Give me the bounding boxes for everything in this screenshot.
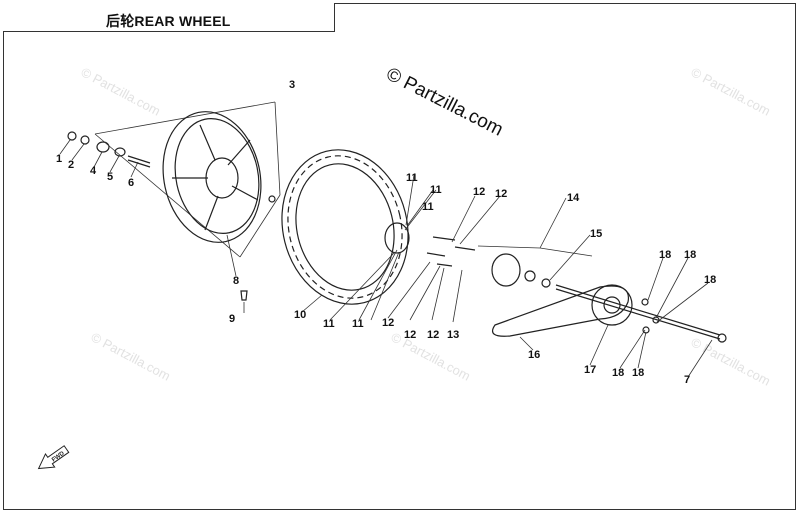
- washer-part: [80, 135, 90, 145]
- axle-nut: [717, 333, 727, 343]
- cush-drive-part: [384, 222, 410, 254]
- callout-11: 11: [422, 201, 434, 213]
- rear-sprocket: [591, 284, 633, 326]
- nut-part: [67, 131, 77, 141]
- callout-12: 12: [427, 329, 439, 341]
- callout-11: 11: [352, 318, 364, 330]
- callout-14: 14: [567, 192, 580, 204]
- callout-10: 10: [294, 309, 306, 321]
- callout-12: 12: [473, 186, 485, 198]
- callout-7: 7: [684, 374, 690, 386]
- watermark-faint: © Partzilla.com: [79, 64, 163, 118]
- sprocket-center: [603, 296, 621, 314]
- leader-lines: [59, 139, 713, 378]
- faint-watermarks: © Partzilla.com © Partzilla.com © Partzi…: [79, 64, 773, 388]
- bearing-part: [96, 141, 110, 153]
- callout-11: 11: [406, 172, 418, 184]
- callout-13: 13: [447, 329, 459, 341]
- callout-8: 8: [233, 275, 239, 287]
- callout-3: 3: [289, 79, 295, 91]
- spacer-part: [127, 155, 151, 168]
- callout-12: 12: [382, 317, 394, 329]
- callout-9: 9: [229, 313, 235, 325]
- sprocket-bolts: [426, 236, 476, 267]
- rear-rim: [162, 111, 262, 243]
- axle-spacers-group: [67, 131, 151, 168]
- bolt-part: [240, 290, 248, 301]
- watermark-faint: © Partzilla.com: [689, 64, 773, 118]
- callout-16: 16: [528, 349, 540, 361]
- callout-17: 17: [584, 364, 596, 376]
- callout-18: 18: [684, 249, 696, 261]
- callout-11: 11: [323, 318, 335, 330]
- watermark-main: © Partzilla.com: [383, 64, 507, 141]
- diagram-frame: [3, 3, 796, 510]
- callout-12: 12: [495, 188, 507, 200]
- callout-18: 18: [632, 367, 644, 379]
- collar-part: [114, 147, 126, 157]
- forward-arrow-icon: FWD: [37, 445, 70, 470]
- callout-4: 4: [90, 165, 97, 177]
- drive-chain: [491, 285, 630, 337]
- callout-5: 5: [107, 171, 113, 183]
- callout-18: 18: [704, 274, 716, 286]
- callout-12: 12: [404, 329, 416, 341]
- callout-numbers: 1 2 3 4 5 6 7 8 9 10 11 11 11 11 11 12 1…: [56, 79, 716, 386]
- wheel-assembly-bracket: [94, 101, 281, 258]
- watermark-faint: © Partzilla.com: [89, 329, 173, 383]
- sprocket-hub: [491, 253, 551, 288]
- callout-18: 18: [612, 367, 624, 379]
- callout-2: 2: [68, 159, 74, 171]
- rear-axle: [555, 284, 721, 340]
- valve-part: [268, 195, 276, 203]
- page-title: 后轮REAR WHEEL: [106, 13, 231, 29]
- rear-tire: [281, 149, 409, 305]
- callout-11: 11: [430, 184, 442, 196]
- title-box: 后轮REAR WHEEL: [3, 3, 335, 32]
- callout-18: 18: [659, 249, 671, 261]
- callout-15: 15: [590, 228, 602, 240]
- watermark-faint: © Partzilla.com: [689, 334, 773, 388]
- callout-6: 6: [128, 177, 134, 189]
- callout-1: 1: [56, 153, 62, 165]
